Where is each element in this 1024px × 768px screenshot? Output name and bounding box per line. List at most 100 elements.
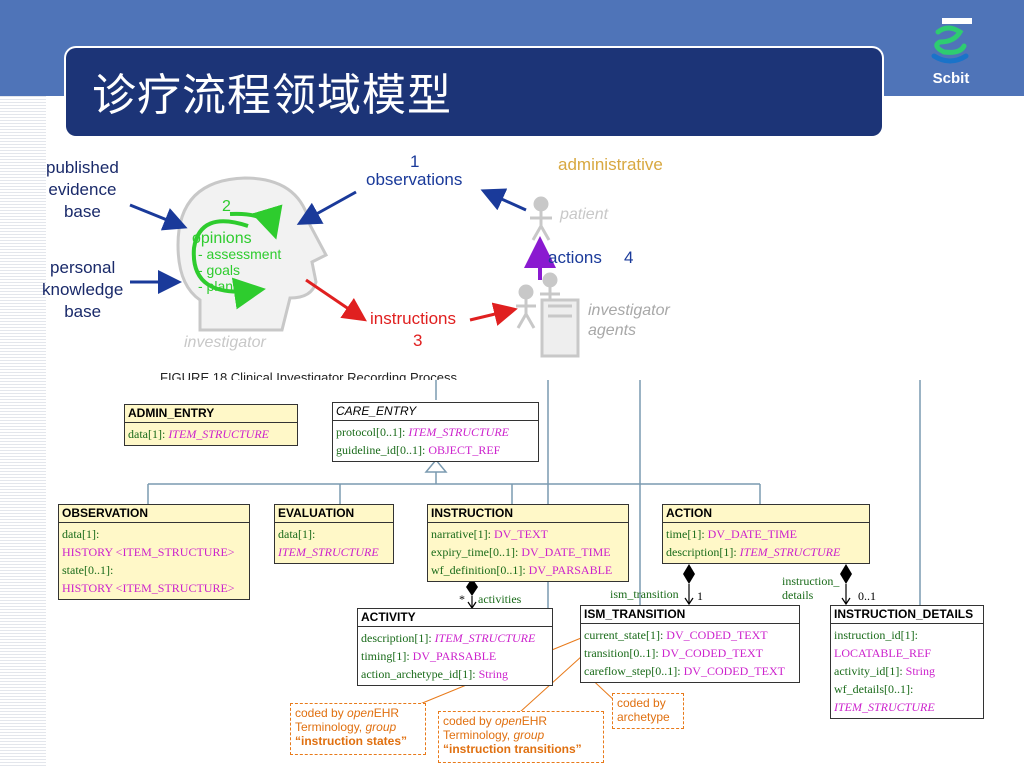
note-text: group (513, 728, 545, 742)
instructions-label: instructions (370, 309, 456, 328)
class-observation: OBSERVATION data[1]: HISTORY <ITEM_STRUC… (58, 504, 250, 600)
attr-name: wf_definition[0..1]: (431, 563, 529, 577)
step-3-number: 3 (413, 331, 423, 350)
attr-name: timing[1]: (361, 649, 413, 663)
class-activity: ACTIVITY description[1]: ITEM_STRUCTURE … (357, 608, 553, 686)
investigator-label: investigator (184, 334, 266, 351)
attr-name: data[1]: (128, 427, 169, 441)
class-care-entry: CARE_ENTRY protocol[0..1]: ITEM_STRUCTUR… (332, 402, 539, 462)
attr-name: current_state[1]: (584, 628, 667, 642)
instruction-details-multiplicity: 0..1 (858, 589, 876, 603)
goals-label: - goals (198, 262, 241, 278)
class-name: ACTION (663, 505, 869, 523)
note-text: EHR (373, 706, 400, 720)
attr-type: DV_CODED_TEXT (661, 646, 763, 660)
title-box (66, 48, 882, 136)
attr-type: ITEM_STRUCTURE (434, 631, 536, 645)
attr-type: DV_PARSABLE (412, 649, 497, 663)
ism-transition-multiplicity: 1 (697, 589, 703, 603)
patient-figure-icon (530, 196, 552, 241)
administrative-label: administrative (558, 155, 663, 174)
attr-type: OBJECT_REF (428, 443, 501, 457)
attr-type: String (478, 667, 508, 681)
patient-label: patient (560, 206, 609, 223)
note-text: open (347, 706, 374, 720)
attr-type: HISTORY <ITEM_STRUCTURE> (62, 545, 235, 559)
logo-text: Scbit (932, 70, 970, 87)
note-text: EHR (521, 714, 548, 728)
observations-label: observations (366, 170, 463, 189)
attr-type: DV_DATE_TIME (707, 527, 797, 541)
attr-name: state[0..1]: (62, 563, 114, 577)
note-text: archetype (617, 710, 670, 724)
slide-title: 诊疗流程领域模型 (92, 70, 452, 121)
process-diagram-graphics (129, 176, 580, 358)
investigator-head-icon (176, 176, 329, 332)
attr-name: wf_details[0..1]: (834, 682, 914, 696)
note-text: Terminology, (295, 720, 366, 734)
attr-type: DV_CODED_TEXT (683, 664, 785, 678)
attr-name: action_archetype_id[1]: (361, 667, 479, 681)
left-stripe-decoration (0, 96, 46, 768)
class-name: EVALUATION (275, 505, 393, 523)
note-text: “instruction states” (295, 734, 408, 748)
note-instruction-states: coded by openEHR Terminology, group “ins… (290, 703, 426, 755)
attr-type: ITEM_STRUCTURE (408, 425, 509, 439)
opinions-label: opinions (192, 230, 252, 247)
step-4-number: 4 (624, 248, 634, 267)
attr-type: ITEM_STRUCTURE (168, 427, 269, 441)
class-name: ISM_TRANSITION (581, 606, 799, 624)
note-coded-by-archetype: coded by archetype (612, 693, 684, 729)
activities-role-label: activities (478, 592, 522, 606)
attr-type: LOCATABLE_REF (834, 646, 932, 660)
class-ism-transition: ISM_TRANSITION current_state[1]: DV_CODE… (580, 605, 800, 683)
attr-type: DV_DATE_TIME (521, 545, 611, 559)
activities-multiplicity: * (459, 592, 465, 606)
attr-name: data[1]: (62, 527, 100, 541)
step-2-number: 2 (222, 198, 231, 215)
class-evaluation: EVALUATION data[1]: ITEM_STRUCTURE (274, 504, 394, 564)
class-action: ACTION time[1]: DV_DATE_TIME description… (662, 504, 870, 564)
class-name: ADMIN_ENTRY (125, 405, 297, 423)
note-text: Terminology, (443, 728, 514, 742)
attr-name: time[1]: (666, 527, 708, 541)
class-instruction: INSTRUCTION narrative[1]: DV_TEXT expiry… (427, 504, 629, 582)
class-admin-entry: ADMIN_ENTRY data[1]: ITEM_STRUCTURE (124, 404, 298, 446)
attr-name: transition[0..1]: (584, 646, 662, 660)
attr-name: careflow_step[0..1]: (584, 664, 684, 678)
attr-type: ITEM_STRUCTURE (278, 545, 379, 559)
attr-name: narrative[1]: (431, 527, 494, 541)
attr-type: String (905, 664, 935, 678)
plan-label: - plan (198, 278, 234, 294)
attr-name: expiry_time[0..1]: (431, 545, 522, 559)
class-name: ACTIVITY (358, 609, 552, 627)
attr-type: ITEM_STRUCTURE (739, 545, 841, 559)
class-name: OBSERVATION (59, 505, 249, 523)
attr-name: activity_id[1]: (834, 664, 906, 678)
attr-name: description[1]: (361, 631, 435, 645)
class-name: INSTRUCTION (428, 505, 628, 523)
investigator-agents-label: investigator agents (588, 302, 670, 339)
scbit-logo-icon (931, 18, 972, 64)
note-text: coded by (295, 706, 348, 720)
actions-label: actions (548, 248, 602, 267)
note-text: coded by (443, 714, 496, 728)
instruction-details-role-label: instruction_ details (782, 574, 840, 602)
note-text: group (365, 720, 397, 734)
note-text: open (495, 714, 522, 728)
attr-type: DV_CODED_TEXT (666, 628, 768, 642)
note-text: “instruction transitions” (443, 742, 582, 756)
ism-transition-role-label: ism_transition (610, 587, 679, 601)
class-name: CARE_ENTRY (333, 403, 538, 421)
personal-knowledge-label: personal knowledge base (42, 258, 124, 321)
attr-name: description[1]: (666, 545, 740, 559)
assessment-label: - assessment (198, 246, 282, 262)
class-instruction-details: INSTRUCTION_DETAILS instruction_id[1]: L… (830, 605, 984, 719)
attr-name: guideline_id[0..1]: (336, 443, 429, 457)
attr-type: DV_TEXT (493, 527, 548, 541)
class-name: INSTRUCTION_DETAILS (831, 606, 983, 624)
investigator-agents-icon (516, 272, 580, 358)
step-1-number: 1 (410, 152, 420, 171)
attr-name: data[1]: (278, 527, 316, 541)
attr-name: protocol[0..1]: (336, 425, 409, 439)
